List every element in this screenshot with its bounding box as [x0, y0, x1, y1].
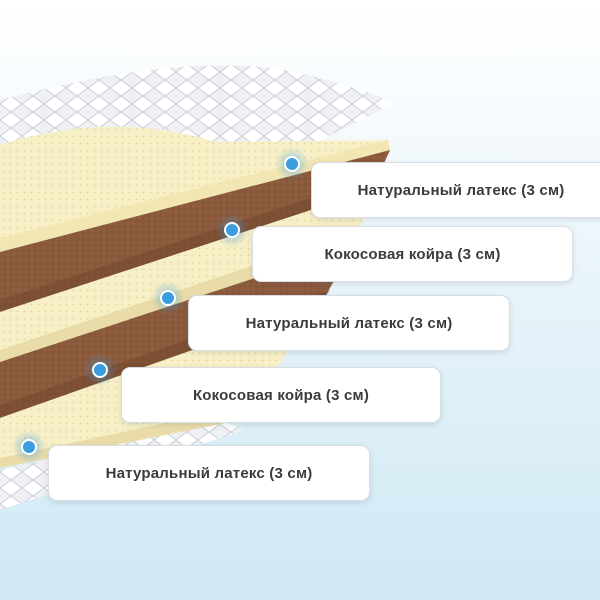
- layer-label-5: Натуральный латекс (3 см): [48, 445, 370, 501]
- marker-layer-5[interactable]: [12, 430, 46, 464]
- layer-label-2: Кокосовая койра (3 см): [252, 226, 573, 282]
- layer-2-coir-edge: [0, 175, 380, 312]
- marker-layer-4[interactable]: [83, 353, 117, 387]
- layer-label-1: Натуральный латекс (3 см): [311, 162, 600, 218]
- marker-layer-3[interactable]: [151, 281, 185, 315]
- marker-layer-1[interactable]: [275, 147, 309, 181]
- marker-layer-2[interactable]: [215, 213, 249, 247]
- layer-label-3: Натуральный латекс (3 см): [188, 295, 510, 351]
- layer-label-4: Кокосовая койра (3 см): [121, 367, 441, 423]
